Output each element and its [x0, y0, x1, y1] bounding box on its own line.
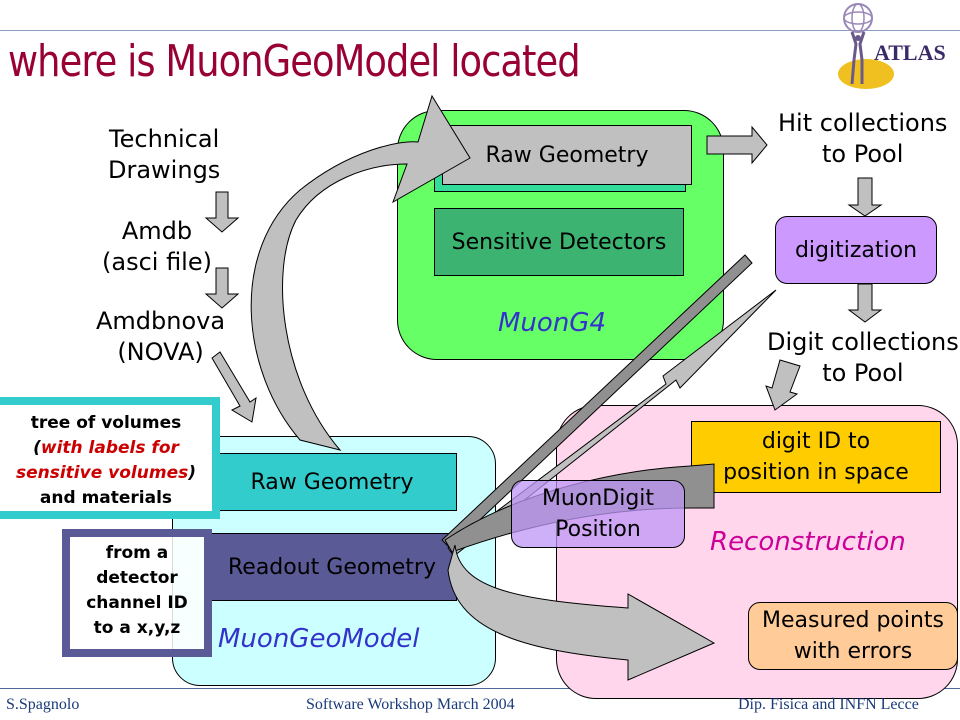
geomodel-raw-geometry: Raw Geometry [207, 453, 457, 511]
measured-points-line2: with errors [793, 639, 913, 664]
channel-note-line1: from a [105, 543, 169, 563]
hit-collections-line1: Hit collections [778, 109, 948, 137]
tree-note-red2: sensitive volumes [15, 463, 189, 483]
footer-institution: Dip. Fisica and INFN Lecce [738, 696, 919, 713]
readout-geometry-label: Readout Geometry [227, 554, 436, 580]
sensitive-detectors-box: Sensitive Detectors [434, 208, 684, 276]
hit-collections-line2: to Pool [822, 140, 904, 168]
technical-drawings-line1: Technical [109, 125, 220, 153]
digitization-box: digitization [775, 216, 937, 284]
muong4-raw-geometry-label: Raw Geometry [485, 142, 649, 168]
readout-geometry-box: Readout Geometry [207, 533, 457, 601]
channel-note-line3: channel ID [86, 593, 188, 613]
diagonal-arrow-recon [765, 359, 801, 411]
tree-note-line1: tree of volumes [30, 413, 182, 433]
technical-drawings-text: Technical Drawings [108, 124, 220, 186]
right-arrow-hits [706, 125, 768, 165]
tree-note-paren-open: ( [33, 438, 41, 458]
digit-collections-line1: Digit collections [767, 328, 959, 356]
digitization-label: digitization [794, 237, 918, 263]
amdb-text: Amdb (asci file) [102, 216, 212, 278]
atlas-logo: ATLAS [826, 0, 960, 92]
header-rule [0, 30, 960, 31]
digit-collections-line2: to Pool [822, 359, 904, 387]
channel-note-line4: to a x,y,z [93, 618, 181, 638]
muondigit-line2: Position [555, 517, 641, 542]
diagonal-arrow-digitization [441, 254, 753, 549]
atlas-logo-text: ATLAS [874, 40, 946, 65]
tree-of-volumes-note: tree of volumes (with labels for sensiti… [0, 397, 220, 519]
amdbnova-text: Amdbnova (NOVA) [96, 306, 225, 368]
reconstruction-label: Reconstruction [710, 527, 906, 557]
tree-note-line4: and materials [39, 488, 173, 508]
channel-note-line2: detector [96, 568, 178, 588]
muondigit-position-box: MuonDigit Position [511, 480, 685, 548]
muondigit-line1: MuonDigit [541, 486, 655, 511]
muongeomodel-label: MuonGeoModel [218, 624, 420, 654]
tree-note-line2: (with labels for [0, 436, 212, 461]
muong4-raw-geometry: Raw Geometry [442, 125, 692, 185]
atlas-figure-icon [838, 3, 894, 89]
tree-note-line3: sensitive volumes) [0, 461, 212, 486]
tree-note-red1: with labels for [40, 438, 179, 458]
digit-collections-text: Digit collections to Pool [767, 327, 959, 389]
amdb-line2: (asci file) [102, 248, 212, 276]
technical-drawings-line2: Drawings [108, 156, 221, 184]
footer-rule [0, 688, 960, 689]
sensitive-detectors-label: Sensitive Detectors [451, 229, 667, 255]
muong4-label: MuonG4 [498, 308, 606, 338]
digit-id-line2: position in space [723, 460, 909, 485]
arrow-measured-points [447, 544, 716, 681]
measured-points-box: Measured points with errors [748, 602, 958, 670]
down-arrow-1 [204, 191, 240, 233]
amdb-line1: Amdb [121, 217, 193, 245]
footer-author: S.Spagnolo [6, 696, 80, 713]
amdbnova-line1: Amdbnova [96, 307, 226, 335]
hit-collections-text: Hit collections to Pool [778, 108, 947, 170]
amdbnova-line2: (NOVA) [117, 338, 204, 366]
tree-note-paren-close: ) [188, 463, 196, 483]
down-arrow-2 [204, 267, 240, 309]
slide-title: where is MuonGeoModel located [8, 36, 581, 87]
diagonal-arrow-nova [211, 351, 257, 423]
digit-id-box: digit ID to position in space [691, 421, 941, 493]
geomodel-raw-geometry-label: Raw Geometry [250, 469, 414, 495]
channel-id-note: from a detector channel ID to a x,y,z [62, 529, 212, 657]
down-arrow-digit-collections [847, 283, 883, 323]
measured-points-line1: Measured points [761, 608, 945, 633]
curved-arrow-up [250, 94, 471, 451]
down-arrow-digitization [847, 177, 883, 217]
digit-id-line1: digit ID to [761, 429, 871, 454]
footer-event: Software Workshop March 2004 [306, 696, 515, 713]
